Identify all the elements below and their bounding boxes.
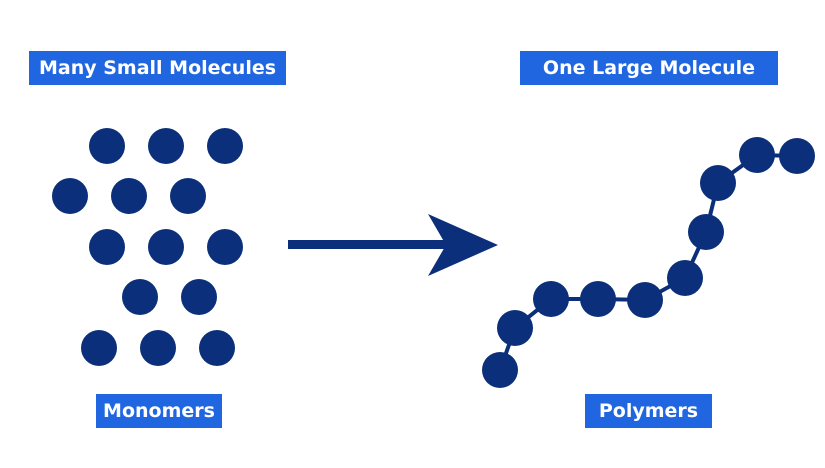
monomer (170, 178, 206, 214)
arrow-shaft (288, 240, 448, 249)
monomer-cluster (52, 128, 243, 366)
polymer-unit (497, 310, 533, 346)
polymer-unit (700, 165, 736, 201)
monomer (89, 128, 125, 164)
polymer-unit (627, 282, 663, 318)
monomer (207, 128, 243, 164)
polymer-unit (779, 138, 815, 174)
monomer (52, 178, 88, 214)
monomer (140, 330, 176, 366)
monomer (207, 229, 243, 265)
polymer-bonds (498, 152, 798, 371)
arrow-head (428, 214, 498, 276)
monomer (148, 229, 184, 265)
polymer-unit (482, 352, 518, 388)
many-small-molecules-label: Many Small Molecules (29, 51, 286, 85)
polymer-unit (739, 137, 775, 173)
polymer-chain (482, 137, 815, 388)
polymer-unit (688, 214, 724, 250)
monomers-label: Monomers (96, 394, 222, 428)
monomer (89, 229, 125, 265)
polymer-unit (580, 281, 616, 317)
monomer (122, 279, 158, 315)
polymer-unit (667, 260, 703, 296)
monomer (199, 330, 235, 366)
monomer (81, 330, 117, 366)
monomer (148, 128, 184, 164)
polymer-unit (533, 281, 569, 317)
polymers-label: Polymers (585, 394, 712, 428)
monomer (181, 279, 217, 315)
one-large-molecule-label: One Large Molecule (520, 51, 778, 85)
reaction-arrow (288, 214, 498, 276)
monomer (111, 178, 147, 214)
